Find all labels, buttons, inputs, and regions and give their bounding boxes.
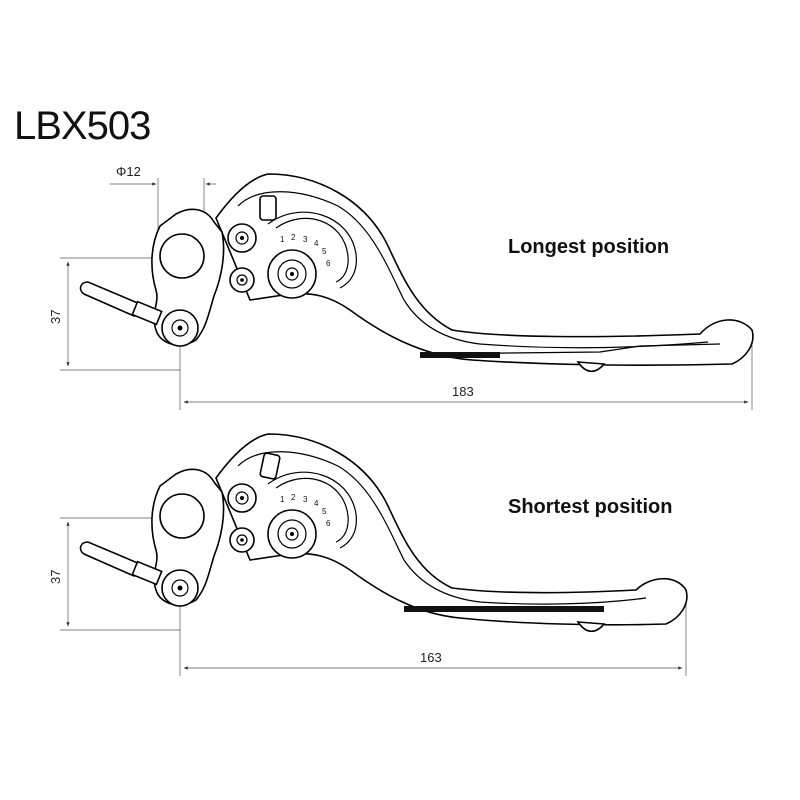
scale-number: 6 xyxy=(326,259,331,268)
scale-number: 2 xyxy=(291,233,296,242)
lever-diagram-shortest: 37 163 1 2 3 4 5 6 xyxy=(48,433,688,676)
blade-shadow xyxy=(420,352,500,358)
scale-number: 3 xyxy=(303,495,308,504)
blade-tab xyxy=(576,361,606,373)
screw-upper-head xyxy=(235,231,249,245)
screw-lower-head xyxy=(236,274,248,286)
height-value-shortest: 37 xyxy=(48,570,63,584)
adjuster-dial-hex xyxy=(285,267,299,281)
diameter-value: Φ12 xyxy=(116,164,141,179)
pivot-bolt-center xyxy=(177,325,183,331)
scale-number: 1 xyxy=(280,495,285,504)
mount-hole xyxy=(159,233,205,279)
adjuster-dial-hex xyxy=(285,527,299,541)
pivot-bolt-center xyxy=(177,585,183,591)
adjuster-arc xyxy=(267,471,357,549)
length-dimension-longest: 183 xyxy=(179,258,753,410)
lever-blade xyxy=(215,173,754,366)
adjuster-clip xyxy=(259,195,277,221)
adjuster-dial-center xyxy=(290,272,294,276)
adjuster-scale-longest: 1 2 3 4 5 6 xyxy=(280,233,331,268)
pivot-bolt xyxy=(171,319,189,337)
cable-ferrule xyxy=(131,300,163,326)
diameter-dimension: Φ12 xyxy=(110,164,216,230)
length-value-longest: 183 xyxy=(452,384,474,399)
screw-lower-center xyxy=(240,538,244,542)
lever-blade-edge xyxy=(237,191,709,349)
scale-number: 4 xyxy=(314,239,319,248)
adjuster-arc xyxy=(267,211,357,289)
adjuster-dial-ring xyxy=(277,259,307,289)
screw-upper-center xyxy=(240,236,244,240)
blade-shadow xyxy=(404,606,604,612)
scale-number: 2 xyxy=(291,493,296,502)
lever-blade-underside xyxy=(419,343,721,355)
scale-number: 5 xyxy=(322,507,327,516)
screw-upper-head xyxy=(235,491,249,505)
pivot-bolt xyxy=(171,579,189,597)
adjuster-clip xyxy=(259,452,281,480)
adjuster-dial-center xyxy=(290,532,294,536)
longest-position-label: Longest position xyxy=(508,236,670,258)
height-value-longest: 37 xyxy=(48,310,63,324)
lever-diagram-longest: Φ12 37 183 1 2 3 4 5 xyxy=(48,164,754,410)
cable-rod xyxy=(79,541,142,578)
screw-lower-center xyxy=(240,278,244,282)
scale-number: 1 xyxy=(280,235,285,244)
length-value-shortest: 163 xyxy=(420,650,442,665)
mount-hole xyxy=(159,493,205,539)
scale-number: 4 xyxy=(314,499,319,508)
adjuster-dial-ring xyxy=(277,519,307,549)
scale-number: 3 xyxy=(303,235,308,244)
adjuster-arc-inner xyxy=(275,477,349,543)
shortest-position-label: Shortest position xyxy=(508,496,673,518)
scale-number: 5 xyxy=(322,247,327,256)
screw-lower-head xyxy=(236,534,248,546)
cable-ferrule xyxy=(131,560,163,586)
screw-upper-center xyxy=(240,496,244,500)
height-dimension-shortest: 37 xyxy=(48,517,180,631)
adjuster-scale-shortest: 1 2 3 4 5 6 xyxy=(280,493,331,528)
cable-rod xyxy=(79,281,142,318)
adjuster-arc-inner xyxy=(275,217,349,283)
lever-blade xyxy=(215,433,688,626)
lever-blade-edge xyxy=(237,451,647,605)
page-title: LBX503 xyxy=(14,104,151,148)
scale-number: 6 xyxy=(326,519,331,528)
blade-tab xyxy=(576,621,606,633)
